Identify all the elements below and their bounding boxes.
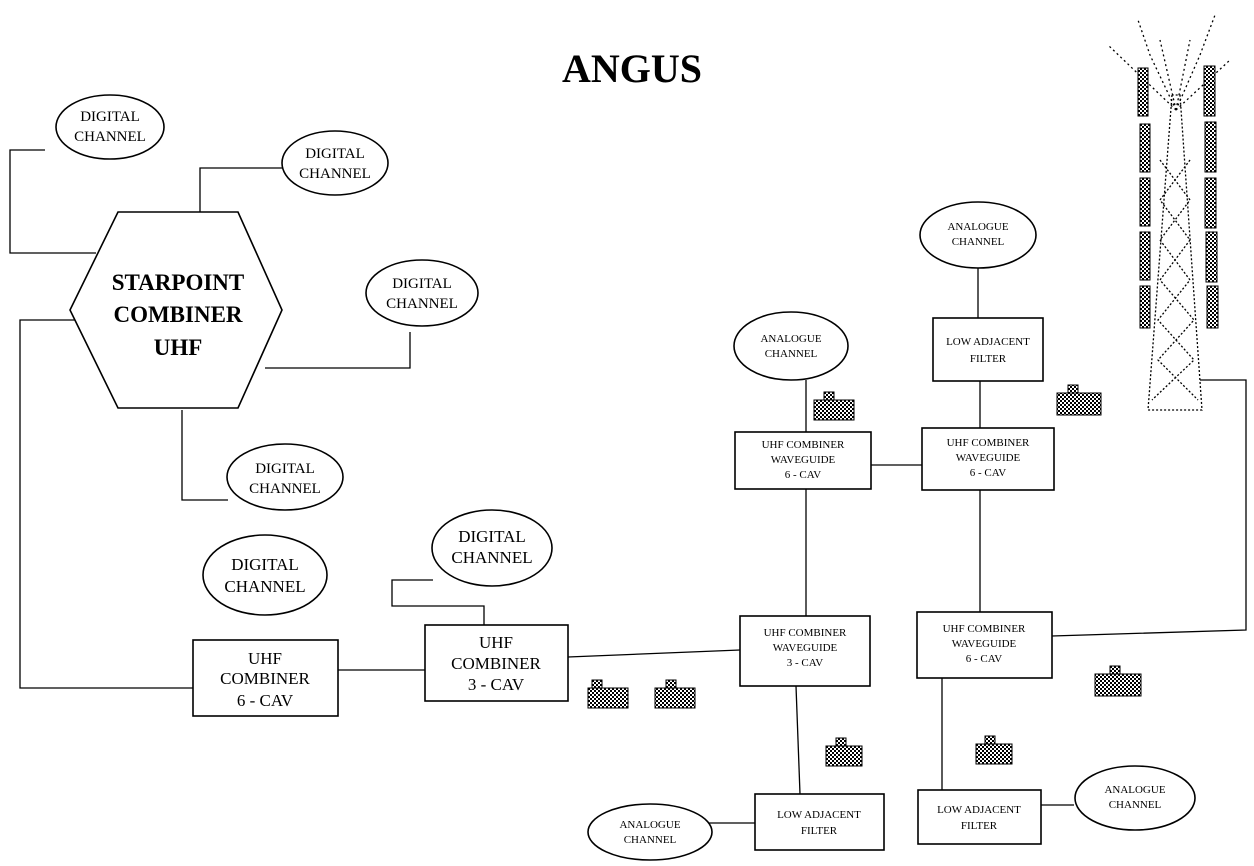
analogue-channel-2-label-1: ANALOGUE (760, 333, 821, 345)
waveguide-combiner-2-label-1: UHF COMBINER (947, 437, 1030, 449)
digital-channel-5: DIGITAL CHANNEL (202, 534, 328, 616)
starpoint-label-3: UHF (154, 335, 203, 360)
waveguide-combiner-1-label-2: WAVEGUIDE (771, 454, 836, 466)
digital-channel-4-label-2: CHANNEL (249, 481, 321, 497)
diagram-title: ANGUS (562, 46, 702, 91)
uhf-combiner-3cav-label-1: UHF (479, 633, 513, 652)
waveguide-combiner-2: UHF COMBINER WAVEGUIDE 6 - CAV (921, 427, 1055, 491)
uhf-combiner-6cav-label-3: 6 - CAV (237, 691, 294, 710)
analogue-channel-2-label-2: CHANNEL (765, 348, 818, 360)
digital-channel-3: DIGITAL CHANNEL (365, 259, 479, 327)
digital-channel-3-label-2: CHANNEL (386, 296, 458, 312)
starpoint-label-1: STARPOINT (112, 270, 245, 295)
analogue-channel-4-label-1: ANALOGUE (1104, 784, 1165, 796)
digital-channel-6: DIGITAL CHANNEL (431, 509, 553, 587)
analogue-channel-2: ANALOGUE CHANNEL (733, 311, 849, 381)
low-adjacent-filter-bottom-right: LOW ADJACENT FILTER (917, 789, 1042, 845)
waveguide-combiner-2-label-2: WAVEGUIDE (956, 452, 1021, 464)
analogue-channel-1: ANALOGUE CHANNEL (919, 201, 1037, 269)
starpoint-combiner: STARPOINT COMBINER UHF (69, 211, 283, 409)
low-adjacent-filter-top: LOW ADJACENT FILTER (932, 317, 1044, 382)
transmitter-icon (587, 679, 629, 709)
digital-channel-4: DIGITAL CHANNEL (226, 443, 344, 511)
transmitter-icon (1094, 665, 1142, 697)
starpoint-label-2: COMBINER (113, 302, 242, 327)
waveguide-combiner-4-label-1: UHF COMBINER (943, 623, 1026, 635)
digital-channel-6-label-2: CHANNEL (451, 548, 532, 567)
waveguide-combiner-1: UHF COMBINER WAVEGUIDE 6 - CAV (734, 431, 872, 490)
connection-lines (9, 149, 1247, 824)
analogue-channel-3: ANALOGUE CHANNEL (587, 803, 713, 861)
low-adjacent-filter-top-label-2: FILTER (970, 353, 1007, 365)
waveguide-combiner-1-label-3: 6 - CAV (785, 469, 822, 481)
waveguide-combiner-4: UHF COMBINER WAVEGUIDE 6 - CAV (916, 611, 1053, 679)
low-adjacent-filter-bottom-left: LOW ADJACENT FILTER (754, 793, 885, 851)
analogue-channel-3-label-2: CHANNEL (624, 834, 677, 846)
uhf-combiner-6cav-label-2: COMBINER (220, 669, 310, 688)
waveguide-combiner-3-label-3: 3 - CAV (787, 657, 824, 669)
digital-channel-5-label-1: DIGITAL (231, 555, 299, 574)
uhf-combiner-6cav: UHF COMBINER 6 - CAV (192, 639, 339, 717)
low-adjacent-filter-br-label-1: LOW ADJACENT (937, 804, 1021, 816)
digital-channel-1-label-2: CHANNEL (74, 129, 146, 145)
low-adjacent-filter-bl-label-1: LOW ADJACENT (777, 809, 861, 821)
digital-channel-1-label-1: DIGITAL (80, 109, 140, 125)
uhf-combiner-3cav: UHF COMBINER 3 - CAV (424, 624, 569, 702)
mast-icon (1107, 14, 1231, 411)
digital-channel-2: DIGITAL CHANNEL (281, 130, 389, 196)
waveguide-combiner-4-label-2: WAVEGUIDE (952, 638, 1017, 650)
waveguide-combiner-3: UHF COMBINER WAVEGUIDE 3 - CAV (739, 615, 871, 687)
transmitter-icon (1056, 384, 1102, 416)
low-adjacent-filter-top-label-1: LOW ADJACENT (946, 336, 1030, 348)
transmitter-icon (975, 735, 1013, 765)
uhf-combiner-6cav-label-1: UHF (248, 649, 282, 668)
waveguide-combiner-1-label-1: UHF COMBINER (762, 439, 845, 451)
uhf-combiner-3cav-label-2: COMBINER (451, 654, 541, 673)
waveguide-combiner-3-label-2: WAVEGUIDE (773, 642, 838, 654)
low-adjacent-filter-br-label-2: FILTER (961, 820, 998, 832)
waveguide-combiner-4-label-3: 6 - CAV (966, 653, 1003, 665)
analogue-channel-3-label-1: ANALOGUE (619, 819, 680, 831)
analogue-channel-4: ANALOGUE CHANNEL (1074, 765, 1196, 831)
analogue-channel-4-label-2: CHANNEL (1109, 799, 1162, 811)
transmitter-icon (654, 679, 696, 709)
digital-channel-2-label-1: DIGITAL (305, 146, 365, 162)
digital-channel-1: DIGITAL CHANNEL (55, 94, 165, 160)
waveguide-combiner-2-label-3: 6 - CAV (970, 467, 1007, 479)
digital-channel-5-label-2: CHANNEL (224, 577, 305, 596)
digital-channel-2-label-2: CHANNEL (299, 166, 371, 182)
digital-channel-3-label-1: DIGITAL (392, 276, 452, 292)
digital-channel-4-label-1: DIGITAL (255, 461, 315, 477)
transmitter-icon (813, 391, 855, 421)
analogue-channel-1-label-2: CHANNEL (952, 236, 1005, 248)
transmitter-icon (825, 737, 863, 767)
uhf-combiner-3cav-label-3: 3 - CAV (468, 675, 525, 694)
analogue-channel-1-label-1: ANALOGUE (947, 221, 1008, 233)
digital-channel-6-label-1: DIGITAL (458, 527, 526, 546)
low-adjacent-filter-bl-label-2: FILTER (801, 825, 838, 837)
waveguide-combiner-3-label-1: UHF COMBINER (764, 627, 847, 639)
